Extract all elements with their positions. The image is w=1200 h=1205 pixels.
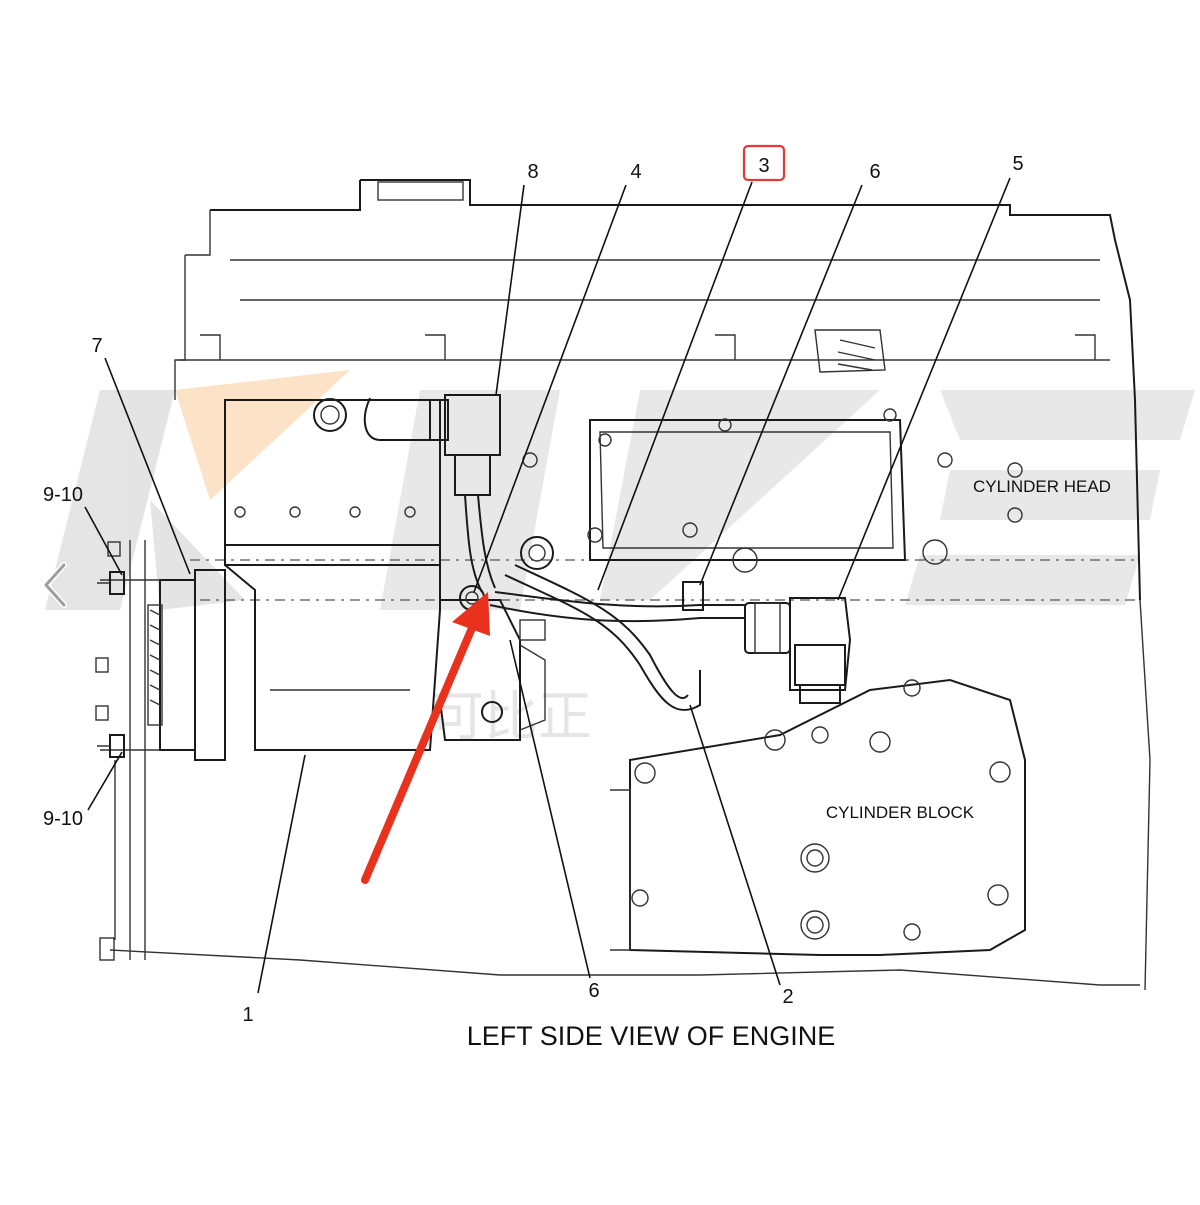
cylinder-head-outline bbox=[174, 179, 1141, 601]
callout-6-bottom: 6 bbox=[588, 980, 599, 1002]
highlight-box bbox=[742, 144, 786, 182]
cylinder-block-label: CYLINDER BLOCK bbox=[826, 803, 975, 822]
cylinder-block-outline bbox=[109, 599, 1151, 991]
cylinder-head-label: CYLINDER HEAD bbox=[973, 477, 1111, 496]
prev-image-button[interactable] bbox=[36, 555, 80, 615]
callout-8: 8 bbox=[527, 161, 538, 183]
callout-6-top: 6 bbox=[869, 161, 880, 183]
diagram-title: LEFT SIDE VIEW OF ENGINE bbox=[467, 1021, 836, 1051]
callout-3: 3 bbox=[758, 155, 769, 177]
watermark-sub-text: 可比正 bbox=[430, 687, 592, 747]
callout-4: 4 bbox=[630, 161, 641, 183]
callout-5: 5 bbox=[1012, 153, 1023, 175]
fuel-pump-housing bbox=[95, 394, 554, 961]
callout-9-10-bottom: 9-10 bbox=[43, 808, 83, 830]
callout-9-10-top: 9-10 bbox=[43, 484, 83, 506]
watermark-logo: 可比正 bbox=[45, 370, 1195, 747]
callout-labels: 8 4 3 6 5 7 9-10 9-10 1 6 2 bbox=[43, 144, 1024, 1026]
callout-7: 7 bbox=[91, 335, 102, 357]
leader-lines bbox=[84, 177, 1011, 994]
callout-1: 1 bbox=[242, 1004, 253, 1026]
callout-2: 2 bbox=[782, 986, 793, 1008]
chevron-left-icon bbox=[43, 562, 67, 608]
red-pointer-arrow bbox=[361, 592, 490, 884]
fuel-lines bbox=[459, 494, 852, 711]
